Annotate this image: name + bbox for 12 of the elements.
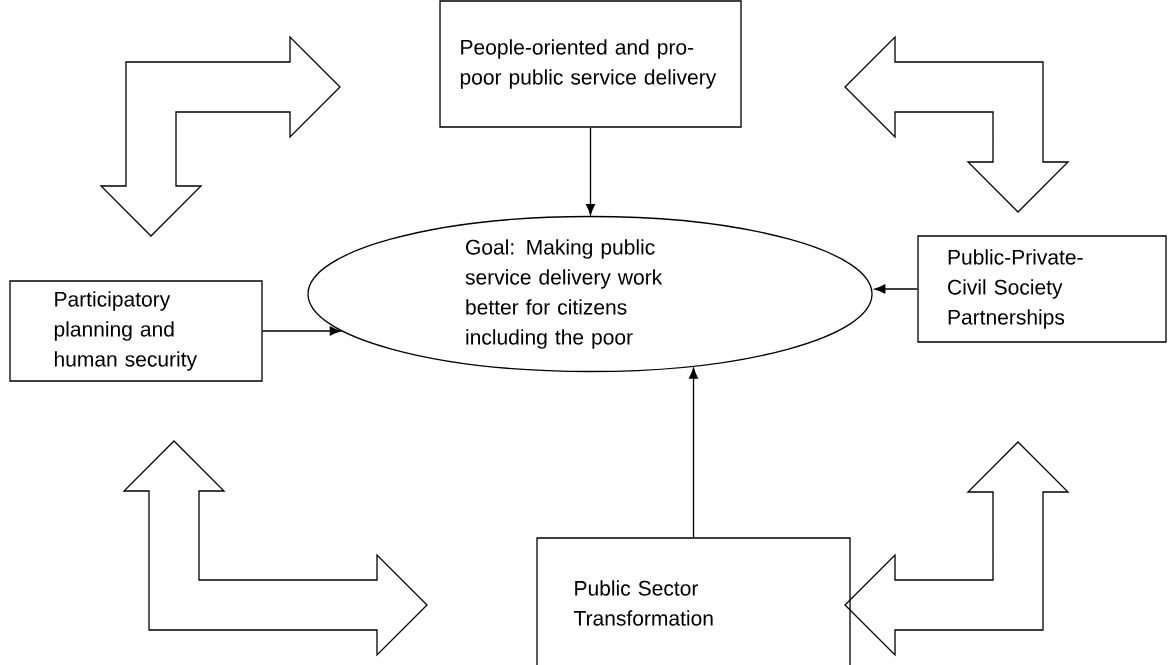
arrow: [262, 326, 341, 336]
arrow: [689, 367, 698, 538]
text-box: People-oriented and pro-poor public service delivery: [439, 0, 742, 128]
arrow: [586, 127, 595, 216]
bent-double-arrow: [99, 35, 341, 237]
text-box: Public-Private-Civil Society Partnerships: [917, 235, 1167, 343]
bent-double-arrow: [122, 440, 428, 657]
text-box: Public Sector Transformation: [536, 537, 851, 665]
bent-double-arrow: [844, 35, 1070, 213]
bent-double-arrow: [844, 441, 1070, 657]
arrow: [874, 284, 918, 294]
text-box: Participatory planning and human security: [9, 280, 263, 382]
